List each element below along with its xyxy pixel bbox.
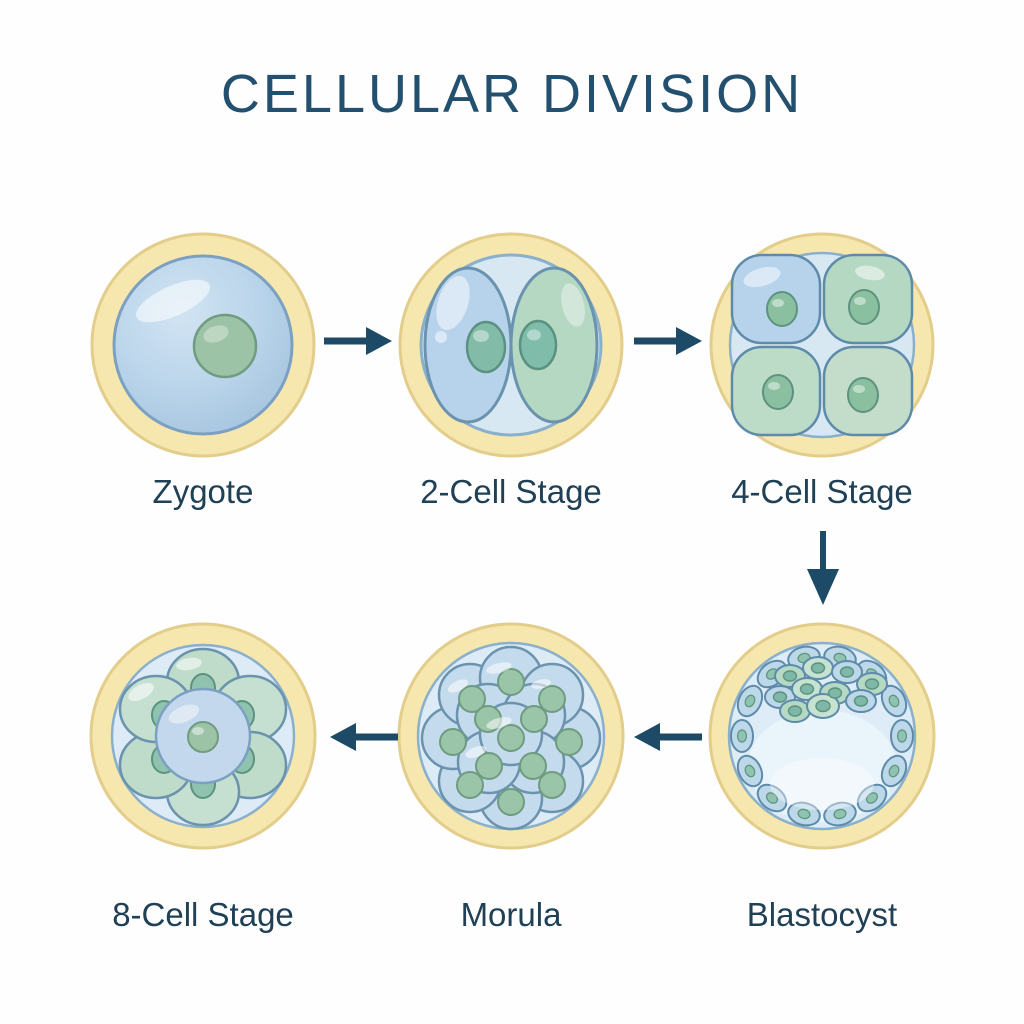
two-cell-illustration-icon [398,232,624,458]
stage-label-4-cell: 4-Cell Stage [731,473,913,510]
stage-2-cell: 2-Cell Stage [391,225,631,511]
flow-arrow-morula-to-8cell [328,719,400,755]
stage-label-blastocyst: Blastocyst [746,896,898,933]
arrow-left-icon [634,723,702,751]
morula-illustration-icon [397,622,625,850]
stage-morula: Morula [391,616,631,934]
stage-label-zygote: Zygote [152,473,254,510]
flow-arrow-2cell-to-4cell [632,323,704,359]
stage-label-2-cell: 2-Cell Stage [420,473,602,510]
blastocyst-illustration-icon [708,622,936,850]
stage-zygote: Zygote [83,225,323,511]
stage-label-8-cell: 8-Cell Stage [112,896,294,933]
flow-arrow-zygote-to-2cell [322,323,394,359]
arrow-left-icon [330,723,398,751]
stage-label-morula: Morula [460,896,562,933]
eight-cell-illustration-icon [89,622,317,850]
stage-8-cell: 8-Cell Stage [83,616,323,934]
zygote-illustration-icon [90,232,316,458]
arrow-right-icon [324,327,392,355]
arrow-down-icon [807,531,839,605]
stage-4-cell: 4-Cell Stage [702,225,942,511]
flow-arrow-4cell-down [805,529,841,607]
page-title: CELLULAR DIVISION [220,64,804,124]
four-cell-illustration-icon [709,232,935,458]
arrow-right-icon [634,327,702,355]
flow-arrow-blastocyst-to-morula [632,719,704,755]
stage-blastocyst: Blastocyst [702,616,942,934]
